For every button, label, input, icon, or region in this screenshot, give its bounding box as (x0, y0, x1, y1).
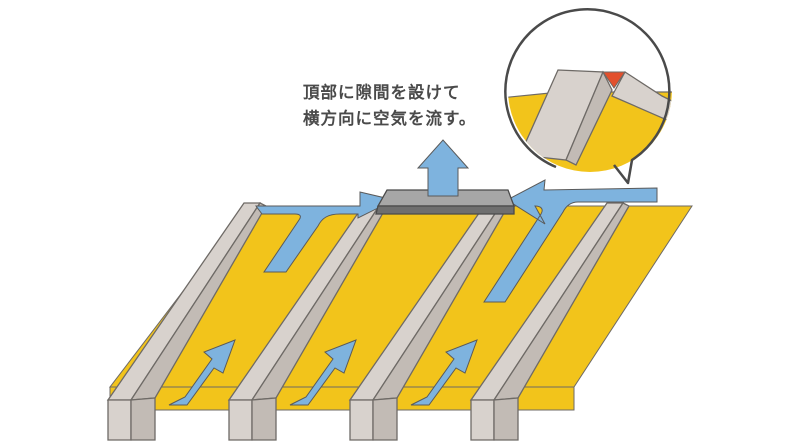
rafter-3 (348, 202, 509, 441)
rafter-1 (106, 202, 267, 441)
airflow-right-arrow (483, 179, 658, 303)
airflow-up-arrow-2 (289, 339, 357, 406)
rafter-2 (227, 202, 388, 441)
ridge-gap (602, 71, 626, 89)
airflow-up-arrow-1 (168, 339, 236, 406)
airflow-up-arrow-3 (410, 339, 478, 406)
caption-line-1: 頂部に隙間を設けて (303, 82, 461, 102)
caption-line-2: 横方向に空気を流す。 (303, 108, 476, 128)
airflow-left-arrow (255, 191, 396, 273)
rafter-4 (469, 202, 630, 441)
ridge-vent (375, 189, 515, 215)
magnifier-callout-icon (504, 7, 672, 185)
exhaust-up-arrow (416, 139, 470, 197)
